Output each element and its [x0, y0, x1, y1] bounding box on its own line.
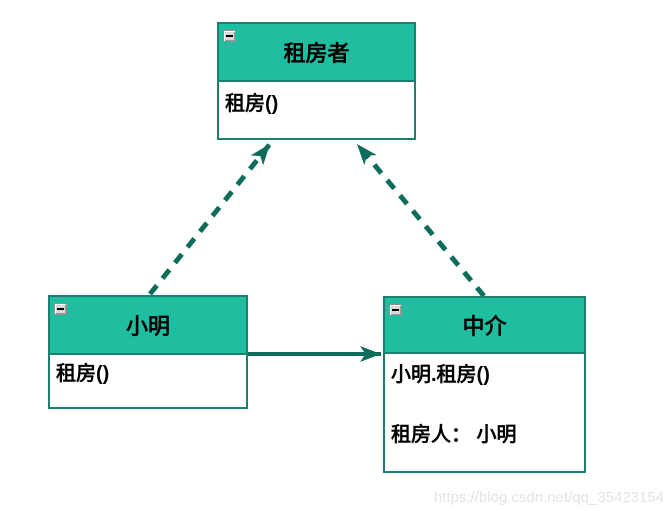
minus-glyph — [226, 35, 233, 37]
dashed-arrow-agent-to-renter[interactable] — [355, 142, 486, 298]
class-box-header: 租房者 — [219, 24, 414, 82]
class-title: 中介 — [462, 314, 507, 339]
method-label: 小明.租房() — [391, 364, 490, 386]
class-box-header: 中介 — [385, 298, 584, 354]
class-body: 小明.租房() 租房人： 小明 — [385, 354, 584, 471]
class-body: 租房() — [219, 82, 414, 138]
class-box-header: 小明 — [50, 297, 246, 355]
watermark-url: https://blog.csdn.net/qq_35423154 — [433, 489, 664, 506]
class-box-renter[interactable]: 租房者 租房() — [217, 22, 416, 140]
class-box-agent[interactable]: 中介 小明.租房() 租房人： 小明 — [383, 296, 586, 473]
collapse-minus-icon[interactable] — [54, 303, 67, 315]
collapse-minus-icon[interactable] — [223, 30, 236, 42]
class-title: 租房者 — [283, 41, 350, 66]
collapse-minus-icon[interactable] — [389, 304, 402, 316]
class-box-xiaoming[interactable]: 小明 租房() — [48, 295, 248, 409]
class-body: 租房() — [50, 355, 246, 407]
class-title: 小明 — [125, 314, 170, 339]
dashed-arrow-xiaoming-to-renter[interactable] — [148, 142, 272, 296]
attribute-label: 租房人： 小明 — [391, 424, 517, 446]
method-label: 租房() — [56, 363, 110, 385]
minus-glyph — [392, 309, 399, 311]
minus-glyph — [57, 308, 64, 310]
method-label: 租房() — [225, 93, 279, 115]
